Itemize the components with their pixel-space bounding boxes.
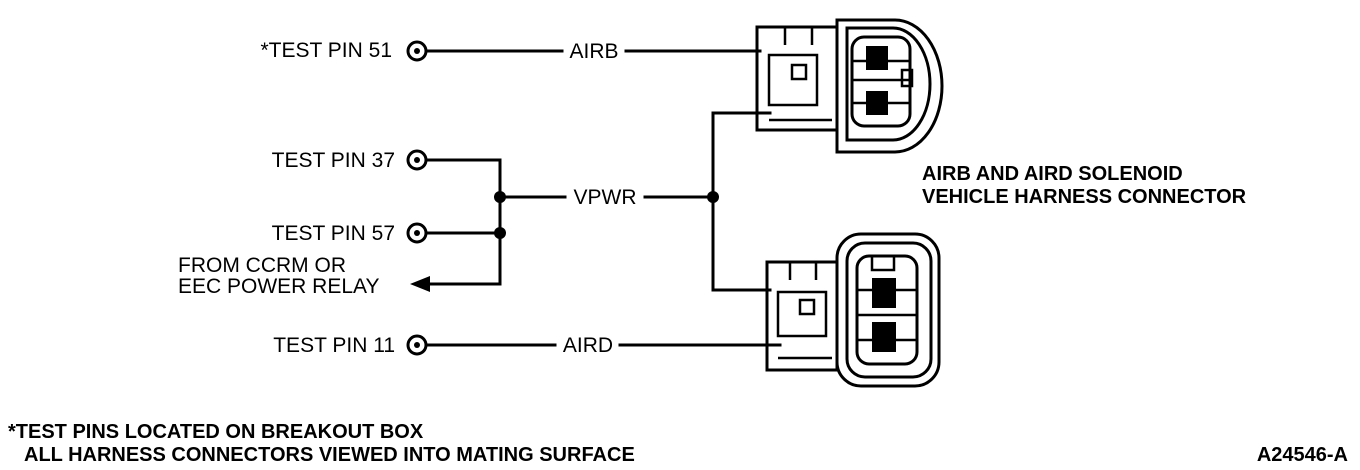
figure-id: A24546-A [1257, 444, 1348, 466]
aird-solenoid-connector [765, 232, 941, 388]
airb-solenoid-connector [755, 18, 944, 154]
vpwr-wire-label: VPWR [574, 186, 637, 209]
connector-title-line2: VEHICLE HARNESS CONNECTOR [922, 186, 1247, 208]
vpwr-splice-dot-right [707, 191, 719, 203]
vpwr-splice-dot-left-upper [494, 191, 506, 203]
connector-title-line1: AIRB AND AIRD SOLENOID [922, 163, 1183, 185]
aird-wire-label: AIRD [563, 334, 613, 357]
power-source-label-line1: FROM CCRM OR [178, 254, 346, 277]
test-pin-57-label: TEST PIN 57 [272, 222, 395, 245]
test-pin-51-label: *TEST PIN 51 [261, 39, 393, 62]
footnote-line2: ALL HARNESS CONNECTORS VIEWED INTO MATIN… [24, 444, 635, 466]
test-pin-57-terminal [406, 222, 428, 244]
airb-wire-label: AIRB [569, 40, 618, 63]
vpwr-splice-dot-left-lower [494, 227, 506, 239]
footnote-line1: *TEST PINS LOCATED ON BREAKOUT BOX [8, 421, 424, 443]
test-pin-37-label: TEST PIN 37 [272, 149, 395, 172]
test-pin-11-label: TEST PIN 11 [273, 334, 395, 357]
test-pin-37-terminal [406, 149, 428, 171]
power-source-arrow [410, 276, 502, 292]
test-pin-11-terminal [406, 334, 428, 356]
power-source-label-line2: EEC POWER RELAY [178, 275, 380, 298]
test-pin-51-terminal [406, 40, 428, 62]
